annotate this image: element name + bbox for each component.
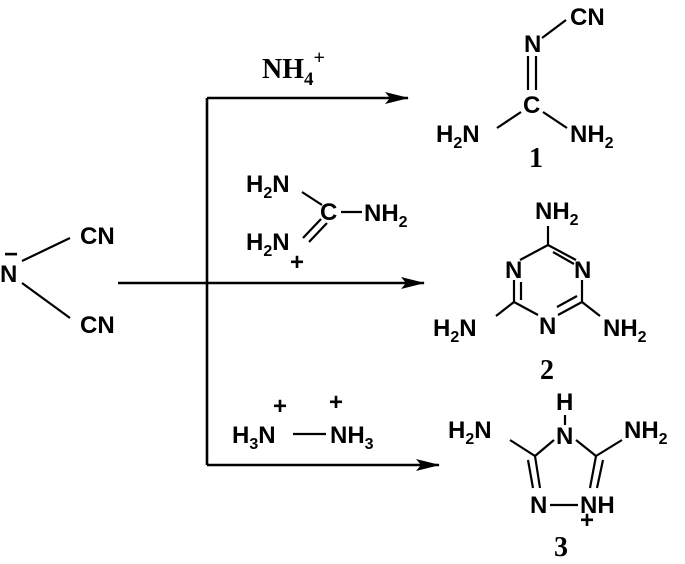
product-2-nh2-top: NH2 bbox=[535, 198, 579, 229]
hydrazinium-charge-left: + bbox=[273, 393, 287, 420]
product-3-ring-bond-1 bbox=[534, 439, 555, 457]
guanidinium-charge: + bbox=[290, 249, 304, 276]
ammonium-formula: NH4+ bbox=[262, 47, 325, 90]
guanidinium-nh2-top: H2N bbox=[246, 171, 290, 202]
product-2-ring-n-bottom: N bbox=[539, 313, 556, 340]
product-1-nh2-left: H2N bbox=[436, 121, 480, 152]
hydrazinium-right: NH3 bbox=[330, 422, 374, 453]
product-2-melamine: NH2 N N N H2N NH2 2 bbox=[433, 198, 647, 386]
product-3-bond-right bbox=[595, 439, 623, 457]
product-2-ring-bond-6 bbox=[557, 301, 583, 316]
product-3-nh2-right: NH2 bbox=[624, 417, 668, 448]
product-3-n-bottom-left: N bbox=[530, 492, 547, 519]
product-1-bond-n-cn bbox=[541, 19, 567, 39]
reactant-bond-bottom bbox=[21, 282, 71, 319]
product-3-nh2-left: H2N bbox=[448, 417, 492, 448]
reactant-bond-top bbox=[21, 237, 71, 262]
product-3-ring-double-1 bbox=[526, 459, 535, 489]
product-3-number: 3 bbox=[554, 532, 568, 563]
product-2-ring-n-right: N bbox=[574, 257, 591, 284]
reagent-ammonium: NH4+ bbox=[262, 47, 325, 90]
guanidinium-nh2-right: NH2 bbox=[364, 200, 408, 231]
product-3-charge: + bbox=[580, 507, 594, 534]
reagent-guanidinium: H2N H2N + C NH2 bbox=[246, 171, 408, 276]
product-3-bond-left bbox=[509, 439, 536, 457]
guanidinium-carbon: C bbox=[320, 199, 337, 226]
product-2-ring-bond-5 bbox=[513, 301, 539, 316]
product-3-diaminotriazole: H N N NH + H2N NH2 3 bbox=[448, 389, 668, 563]
reactant-n-atom: N bbox=[0, 261, 17, 288]
product-1-cn: CN bbox=[570, 4, 605, 31]
hydrazinium-charge-right: + bbox=[329, 389, 343, 416]
product-2-bond-left bbox=[495, 301, 515, 317]
product-2-nh2-left: H2N bbox=[433, 315, 477, 346]
product-2-bond-right bbox=[581, 301, 601, 317]
guanidinium-nh2-bottom: H2N bbox=[246, 229, 290, 260]
product-3-ring-bond-3 bbox=[533, 455, 542, 489]
reactant-cn-bottom: CN bbox=[80, 312, 115, 339]
product-2-ring-double-3 bbox=[556, 295, 578, 308]
product-1-nh2-right: NH2 bbox=[570, 121, 614, 152]
reactant-charge: − bbox=[4, 241, 18, 268]
reactant-cn-top: CN bbox=[80, 223, 115, 250]
hydrazinium-left: H3N bbox=[232, 422, 276, 453]
product-1-carbon: C bbox=[523, 92, 540, 119]
product-2-ring-bond-2 bbox=[547, 244, 577, 261]
guanidinium-bond-top bbox=[301, 191, 323, 206]
reaction-arrows bbox=[118, 92, 440, 471]
product-3-ring-n-top: N bbox=[556, 423, 573, 450]
guanidinium-double-bond-a bbox=[302, 218, 322, 239]
product-1-n-imine: N bbox=[524, 31, 541, 58]
product-1-number: 1 bbox=[529, 143, 543, 174]
product-3-ring-bond-4 bbox=[588, 455, 598, 489]
product-2-number: 2 bbox=[540, 355, 554, 386]
reactant-dicyanamide: N − CN CN bbox=[0, 223, 115, 339]
reagent-hydrazinium: H3N + NH3 + bbox=[232, 389, 374, 453]
product-1-bond-left bbox=[496, 111, 522, 129]
product-1-bond-right bbox=[542, 111, 568, 129]
product-1-cyanoguanidine: N CN C H2N NH2 1 bbox=[436, 4, 614, 174]
product-3-ring-bond-2 bbox=[575, 439, 597, 457]
guanidinium-double-bond-b bbox=[308, 222, 328, 243]
product-3-nh-bottom-right: NH bbox=[580, 492, 615, 519]
product-2-nh2-right: NH2 bbox=[603, 315, 647, 346]
product-2-ring-bond-1 bbox=[519, 244, 549, 261]
product-2-ring-n-left: N bbox=[505, 257, 522, 284]
product-3-ring-h: H bbox=[556, 389, 573, 416]
product-3-ring-double-2 bbox=[595, 459, 605, 489]
product-2-ring-double-1 bbox=[552, 251, 575, 265]
